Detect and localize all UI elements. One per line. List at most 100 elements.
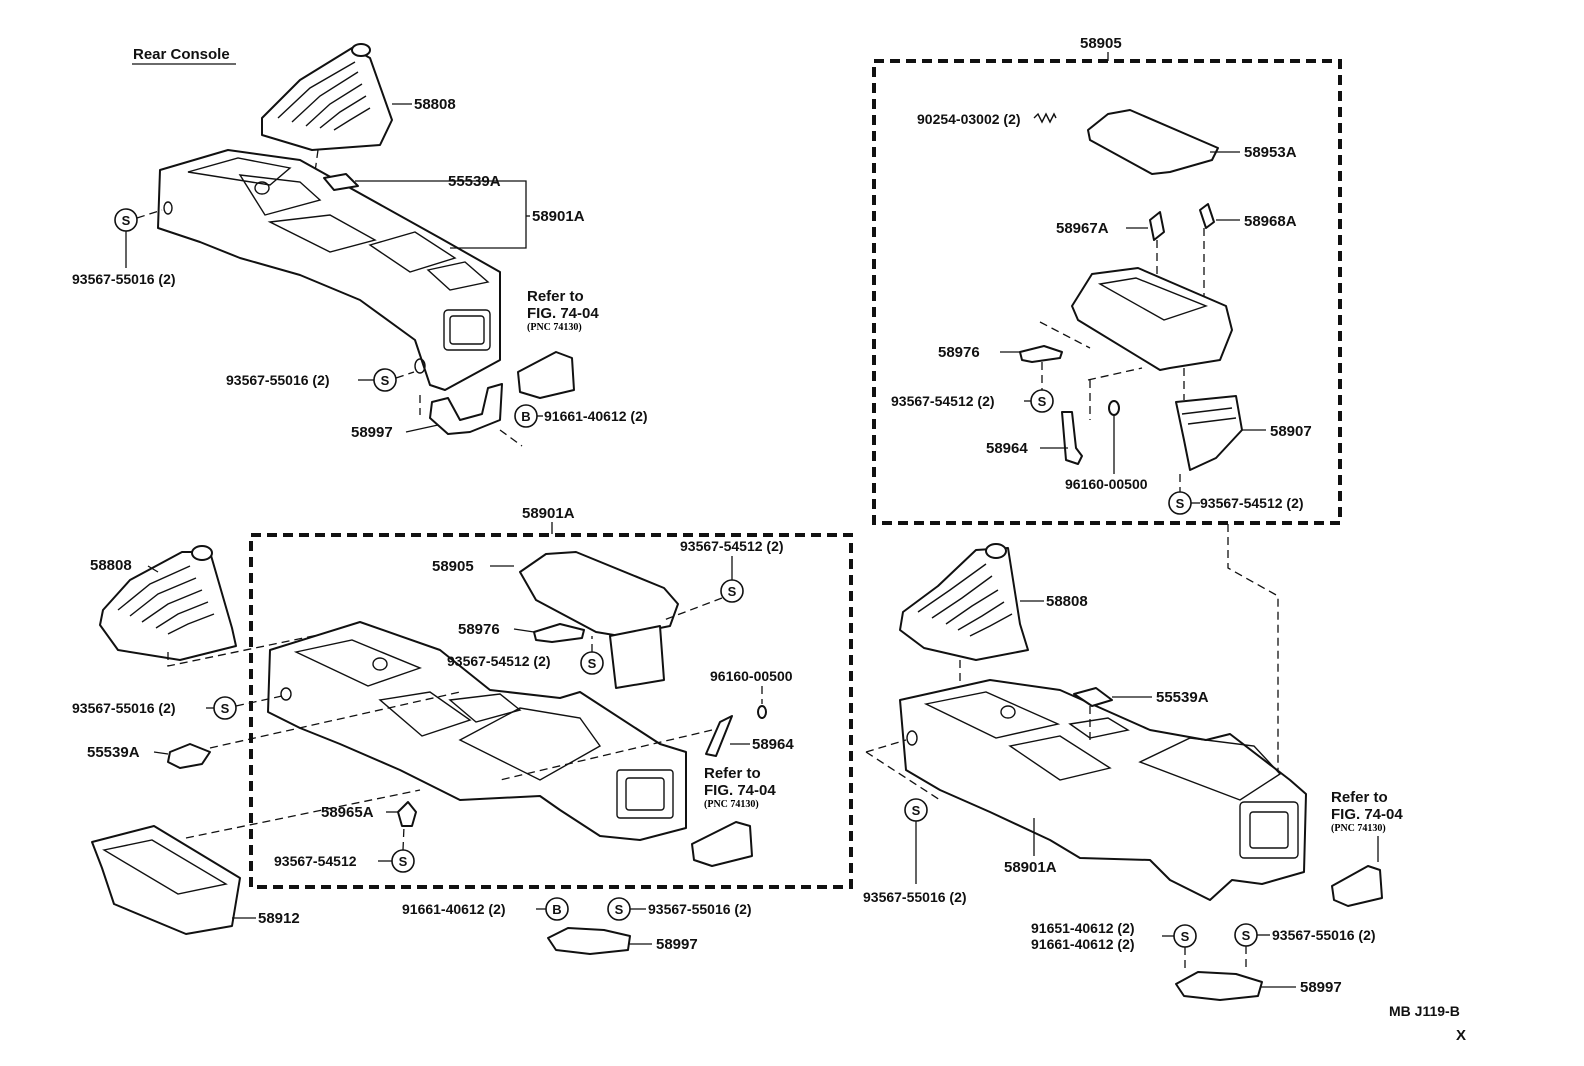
screw-symbol-box-top-letter: S bbox=[728, 584, 737, 599]
label-refer-to-top: Refer to bbox=[527, 288, 584, 305]
dash-rod-mid bbox=[499, 729, 713, 781]
label-93567-55016-2-right: 93567-55016 (2) bbox=[863, 889, 967, 905]
console-body-right bbox=[899, 679, 1307, 901]
rod-58964-mid bbox=[705, 715, 733, 757]
screw-symbol-mid-1-letter: S bbox=[588, 656, 597, 671]
label-58808-top: 58808 bbox=[414, 96, 456, 113]
label-91661-40612-2-top: 91661-40612 (2) bbox=[544, 408, 648, 424]
dash-screw-box-top bbox=[663, 597, 723, 621]
label-fig-right: FIG. 74-04 bbox=[1331, 806, 1403, 823]
screw-symbol-right-bottom-2-letter: S bbox=[1242, 928, 1251, 943]
label-93567-55016-2-top-mid: 93567-55016 (2) bbox=[226, 372, 330, 388]
label-93567-54512-2-box-top: 93567-54512 (2) bbox=[680, 538, 784, 554]
latch-58976 bbox=[1019, 345, 1063, 363]
bolt-symbol-top-letter: B bbox=[521, 409, 530, 424]
hinge-58968a bbox=[1199, 203, 1215, 229]
label-58907: 58907 bbox=[1270, 423, 1312, 440]
label-58905-mid: 58905 bbox=[432, 558, 474, 575]
label-93567-55016-2-top-left: 93567-55016 (2) bbox=[72, 271, 176, 287]
screw-symbol-left bbox=[213, 696, 237, 720]
label-58808-left: 58808 bbox=[90, 557, 132, 574]
cap-55539a-left bbox=[167, 743, 211, 769]
tray-58912-inner bbox=[102, 839, 228, 895]
label-91651-40612-2: 91651-40612 (2) bbox=[1031, 920, 1135, 936]
label-96160-00500-mid: 96160-00500 bbox=[710, 668, 793, 684]
label-58901a-top: 58901A bbox=[532, 208, 585, 225]
label-pnc-mid: (PNC 74130) bbox=[704, 799, 759, 810]
figure-mark-x: X bbox=[1456, 1027, 1466, 1044]
dash-boot-left bbox=[167, 627, 353, 667]
hinge-58967a bbox=[1149, 211, 1165, 241]
label-58953a: 58953A bbox=[1244, 144, 1297, 161]
bracket-58907-ribs bbox=[1181, 407, 1237, 425]
label-55539a-right: 55539A bbox=[1156, 689, 1209, 706]
ashtray-top bbox=[517, 351, 575, 399]
cap-55539a-right bbox=[1073, 687, 1113, 707]
console-body-top bbox=[157, 149, 501, 391]
bolt-symbol-mid bbox=[545, 897, 569, 921]
dash-rod-1 bbox=[1087, 367, 1143, 381]
part-58965a bbox=[397, 801, 417, 827]
armrest-58905-mid bbox=[519, 551, 679, 637]
label-pnc-right: (PNC 74130) bbox=[1331, 823, 1386, 834]
armrest-base-recess bbox=[1097, 277, 1209, 321]
dash-screw-top-left bbox=[136, 209, 163, 219]
label-58997-top: 58997 bbox=[351, 424, 393, 441]
shift-boot-top bbox=[261, 43, 393, 151]
label-58968a: 58968A bbox=[1244, 213, 1297, 230]
screw-symbol-box-top bbox=[720, 579, 744, 603]
bracket-58901a-top bbox=[450, 180, 527, 249]
label-93567-54512-2-box-bottom: 93567-54512 (2) bbox=[1200, 495, 1304, 511]
label-58976-box: 58976 bbox=[938, 344, 980, 361]
dash-bracket-top-2 bbox=[499, 429, 523, 447]
leader-58976-mid bbox=[513, 628, 535, 633]
screw-symbol-box-letter: S bbox=[1038, 394, 1047, 409]
latch-58976-mid bbox=[533, 623, 585, 643]
label-96160-00500-box: 96160-00500 bbox=[1065, 476, 1148, 492]
label-93567-54512-2-mid: 93567-54512 (2) bbox=[447, 653, 551, 669]
armrest-base bbox=[1071, 267, 1233, 371]
label-58901a-right: 58901A bbox=[1004, 859, 1057, 876]
screw-symbol-left-letter: S bbox=[221, 701, 230, 716]
label-91661-40612-2-mid: 91661-40612 (2) bbox=[402, 901, 506, 917]
cap-55539a-top bbox=[323, 173, 359, 191]
label-93567-55016-2-left: 93567-55016 (2) bbox=[72, 700, 176, 716]
bracket-58997-top bbox=[429, 383, 503, 435]
label-93567-55016-2-right-bottom: 93567-55016 (2) bbox=[1272, 927, 1376, 943]
armrest-latch-mid bbox=[609, 625, 665, 689]
shift-boot-left bbox=[99, 545, 237, 661]
console-body-mid bbox=[267, 621, 687, 841]
clip-96160-box bbox=[1108, 400, 1120, 416]
label-93567-54512-mid: 93567-54512 bbox=[274, 853, 357, 869]
label-58808-right: 58808 bbox=[1046, 593, 1088, 610]
shift-boot-right bbox=[899, 543, 1029, 661]
label-58905-box: 58905 bbox=[1080, 35, 1122, 52]
label-93567-55016-2-mid: 93567-55016 (2) bbox=[648, 901, 752, 917]
screw-symbol-right-left-letter: S bbox=[912, 803, 921, 818]
label-pnc-top: (PNC 74130) bbox=[527, 322, 582, 333]
ashtray-right bbox=[1331, 865, 1383, 907]
label-58901a-box: 58901A bbox=[522, 505, 575, 522]
label-58912: 58912 bbox=[258, 910, 300, 927]
label-58976-mid: 58976 bbox=[458, 621, 500, 638]
box-58905 bbox=[872, 59, 1342, 525]
box-58901a bbox=[249, 533, 853, 889]
dash-screw-left bbox=[235, 695, 283, 707]
label-55539a-left: 55539A bbox=[87, 744, 140, 761]
leader-58997-top bbox=[405, 424, 439, 433]
spring-90254 bbox=[1033, 112, 1057, 124]
screw-symbol-top-mid bbox=[373, 368, 397, 392]
label-58964-mid: 58964 bbox=[752, 736, 794, 753]
dash-box-to-console bbox=[1227, 524, 1279, 770]
bolt-symbol-mid-letter: B bbox=[552, 902, 561, 917]
screw-symbol-box-bottom-letter: S bbox=[1176, 496, 1185, 511]
label-58997-right: 58997 bbox=[1300, 979, 1342, 996]
leader-55539a-left bbox=[153, 751, 169, 755]
bracket-58997-mid bbox=[547, 927, 631, 955]
bracket-58997-right bbox=[1175, 971, 1263, 1001]
label-55539a-top: 55539A bbox=[448, 173, 501, 190]
ashtray-mid bbox=[691, 821, 753, 867]
rod-58964-box bbox=[1061, 411, 1083, 465]
label-58965a: 58965A bbox=[321, 804, 374, 821]
